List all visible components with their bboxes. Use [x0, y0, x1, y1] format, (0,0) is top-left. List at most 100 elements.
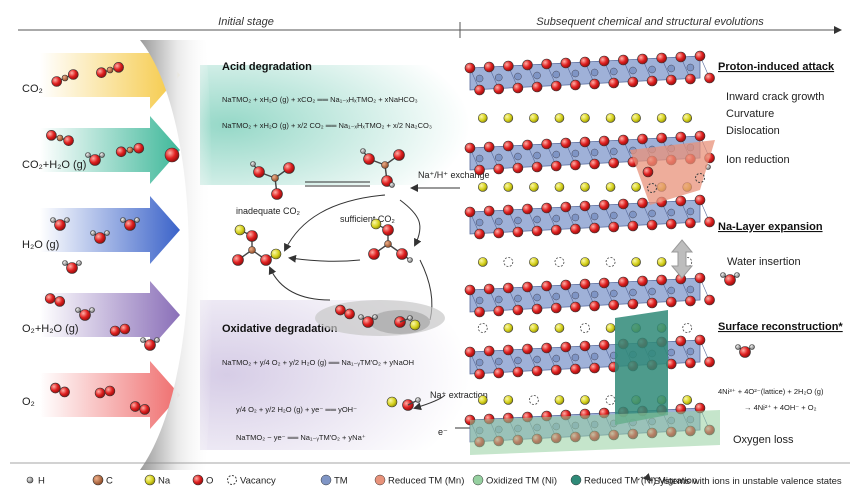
- oxygen-atom: [503, 60, 514, 72]
- oxygen-atom: [113, 62, 124, 73]
- water-insertion-label: Water insertion: [727, 256, 801, 268]
- oxygen-atom: [253, 166, 265, 178]
- hydrogen-atom: [134, 217, 140, 223]
- oxid-eq2: y/4 O₂ + y/2 H₂O (g) + ye⁻ ══ yOH⁻: [236, 405, 357, 414]
- arrow-extraction: [413, 394, 446, 411]
- tm-atom: [610, 147, 618, 156]
- sodium-atom: [503, 395, 514, 405]
- tm-atom: [629, 66, 637, 75]
- sodium-atom: [631, 257, 641, 267]
- sodium-atom: [631, 113, 641, 123]
- oxygen-atom: [724, 274, 736, 286]
- hydrogen-atom: [372, 314, 378, 320]
- header-bar: Initial stage Subsequent chemical and st…: [18, 16, 842, 38]
- extraction-label: Na⁺ extraction: [430, 390, 488, 400]
- oxygen-atom: [608, 299, 620, 311]
- tm-atom: [686, 285, 695, 294]
- tm-atom: [495, 153, 503, 162]
- legend-vacancy-swatch: [227, 475, 237, 485]
- oxygen-atom: [512, 162, 524, 174]
- vacancy: [477, 323, 488, 333]
- oxygen-atom: [512, 82, 524, 94]
- oxygen-atom: [685, 295, 696, 307]
- oxygen-atom: [656, 274, 667, 286]
- oxygen-atom: [675, 335, 687, 347]
- sodium-atom: [605, 182, 616, 192]
- sodium-atom: [386, 396, 398, 408]
- surface-eq2: → 4Ni²⁺ + 4OH⁻ + O₂: [744, 403, 817, 412]
- hydrogen-atom: [358, 314, 364, 320]
- oxygen-atom: [54, 296, 66, 307]
- oxygen-atom: [589, 300, 600, 312]
- oxygen-atom: [50, 382, 61, 394]
- sodium-atom: [270, 248, 282, 260]
- oxygen-atom: [550, 160, 562, 172]
- oxygen-atom: [608, 157, 620, 169]
- proton-item-3: Dislocation: [726, 125, 780, 137]
- arrow-oxid-to-carbonate: [268, 266, 331, 301]
- oxygen-loss-label: Oxygen loss: [733, 434, 794, 446]
- carbon-atom: [56, 134, 64, 142]
- tm-atom: [475, 218, 484, 227]
- oxygen-atom: [133, 142, 145, 154]
- tm-atom: [590, 352, 599, 361]
- tm-atom: [648, 209, 656, 218]
- oxygen-atom: [675, 51, 687, 63]
- oxygen-atom: [627, 76, 639, 88]
- sodium-atom: [682, 113, 693, 123]
- oxygen-atom: [164, 147, 180, 163]
- oxygen-atom: [598, 339, 610, 351]
- oxygen-atom: [589, 222, 600, 234]
- oxygen-atom: [464, 206, 476, 218]
- oxygen-atom: [637, 53, 648, 65]
- oxygen-atom: [474, 306, 485, 318]
- oxygen-atom: [139, 404, 151, 415]
- sodium-atom: [605, 323, 616, 333]
- oxygen-atom: [474, 84, 485, 96]
- hydrogen-atom: [104, 230, 110, 236]
- tm-atom: [475, 154, 484, 163]
- sodium-atom: [554, 113, 565, 123]
- oxygen-atom: [115, 146, 127, 158]
- oxygen-atom: [531, 365, 543, 377]
- oxygen-atom: [283, 162, 295, 174]
- header-initial: Initial stage: [218, 16, 274, 28]
- oxygen-atom: [608, 77, 620, 89]
- sodium-atom: [370, 218, 382, 230]
- oxygen-atom: [67, 69, 79, 80]
- vacancy: [554, 257, 565, 267]
- oxid-eq3: NaTMO₂ − ye⁻ ══ Na₁₋ᵧTM'O₂ + yNa⁺: [236, 433, 366, 442]
- oxygen-atom: [63, 135, 74, 146]
- oxygen-atom: [46, 130, 57, 141]
- tm-atom: [495, 357, 503, 366]
- oxygen-atom: [66, 262, 78, 274]
- hydrogen-atom: [734, 272, 740, 278]
- oxygen-atom: [627, 298, 639, 310]
- legend-note: *Systems with ions in unstable valence s…: [650, 476, 842, 487]
- oxygen-atom: [483, 61, 495, 73]
- oxygen-atom: [646, 297, 658, 309]
- sodium-atom: [234, 224, 246, 236]
- hydrogen-atom: [120, 217, 126, 223]
- oxygen-atom: [618, 198, 629, 210]
- oxygen-atom: [483, 205, 495, 217]
- reduced-ni-region: [615, 310, 668, 425]
- oxygen-atom: [512, 366, 524, 378]
- oxygen-atom: [94, 232, 106, 244]
- tm-atom: [571, 69, 580, 78]
- oxygen-atom: [637, 275, 648, 287]
- exchange-label: Na⁺/H⁺ exchange: [418, 170, 490, 180]
- sodium-atom: [554, 323, 565, 333]
- oxid-eq1: NaTMO₂ + y/4 O₂ + y/2 H₂O (g) ══ Na₁₋ᵧTM…: [222, 358, 414, 367]
- oxygen-atom: [503, 282, 514, 294]
- oxygen-atom: [493, 163, 505, 175]
- oxygen-atom: [704, 356, 715, 368]
- legend-label: H: [38, 476, 45, 487]
- oxygen-atom: [503, 204, 514, 216]
- inadequate-co2-label: inadequate CO₂: [236, 206, 301, 216]
- sodium-atom: [477, 182, 488, 192]
- oxygen-atom: [646, 219, 658, 231]
- electron-label: e⁻: [438, 427, 448, 437]
- oxid-title: Oxidative degradation: [222, 323, 338, 335]
- legend-label: Migration: [658, 476, 697, 487]
